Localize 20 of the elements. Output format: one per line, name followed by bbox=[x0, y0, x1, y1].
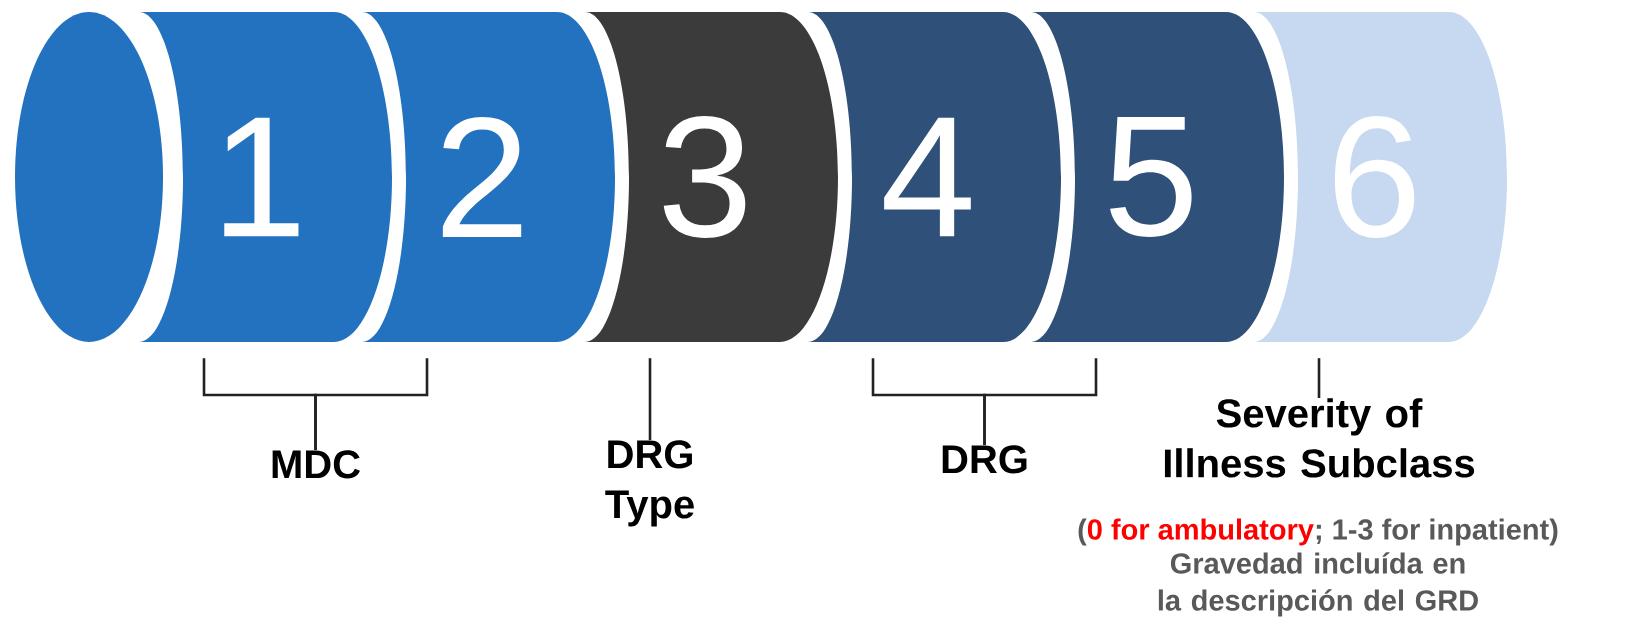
category-label: MDC bbox=[272, 450, 360, 479]
node-label: 5 bbox=[1110, 116, 1192, 237]
category-label: DRG bbox=[942, 445, 1027, 474]
category-label: Severity of Illness Subclass bbox=[1164, 398, 1475, 478]
bracket-line bbox=[1317, 358, 1321, 398]
bracket-line bbox=[314, 358, 429, 450]
note-text: (0 for ambulatory; 1-3 for inpatient) bbox=[1078, 518, 1558, 546]
bracket-line bbox=[983, 358, 1098, 445]
bracket-line bbox=[648, 358, 652, 440]
cylinder-segment: 1 bbox=[139, 12, 392, 342]
cylinder-segment: 6 bbox=[1254, 12, 1507, 342]
note-text: Gravedad incluída en la descripción del GRD bbox=[1158, 552, 1478, 617]
cylinder-segment: 3 bbox=[585, 12, 838, 342]
cylinder-segment: 2 bbox=[362, 12, 615, 342]
cylinder-segment: 4 bbox=[808, 12, 1061, 342]
node-label: 2 bbox=[442, 116, 522, 238]
cylinder-end bbox=[15, 12, 163, 342]
category-label: DRG Type bbox=[605, 440, 694, 527]
cylinder-segment: 5 bbox=[1031, 12, 1284, 342]
node-label: 1 bbox=[224, 117, 299, 237]
